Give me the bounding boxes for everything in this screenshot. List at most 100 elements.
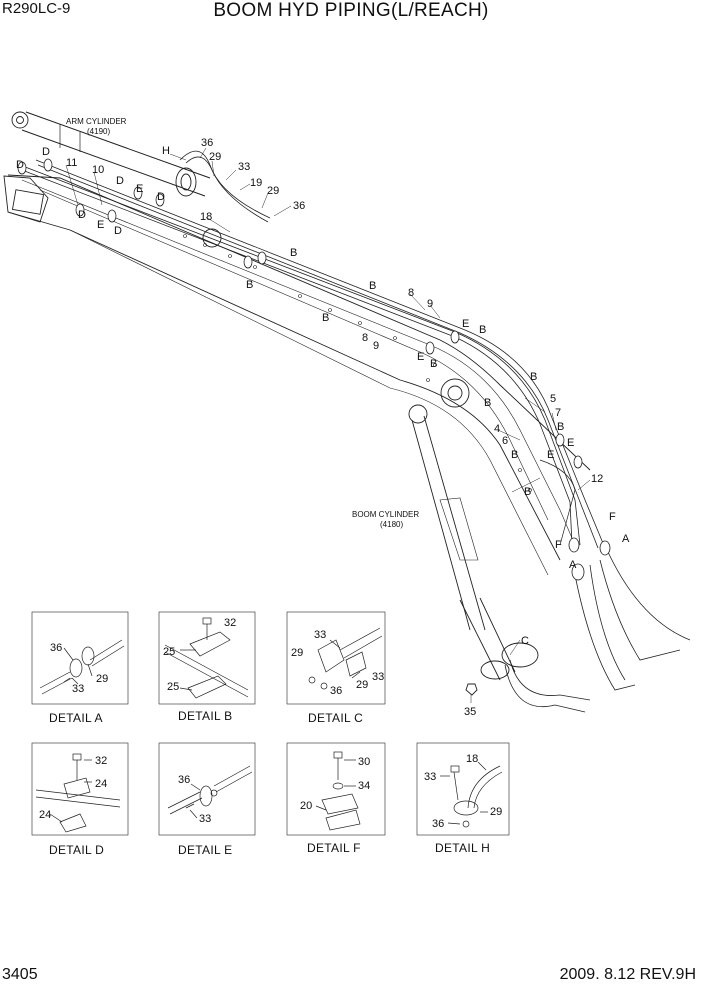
callout-label: 29 xyxy=(209,151,221,163)
callout-label: 4 xyxy=(494,423,500,435)
callout-label: D xyxy=(114,225,122,237)
detail-h: 18 33 29 36 DETAIL H xyxy=(416,742,510,855)
callout-label: A xyxy=(622,533,630,545)
callout-label: D xyxy=(16,159,24,171)
boom-body xyxy=(3,111,591,576)
callout-label: B xyxy=(511,449,518,461)
callout-label: B xyxy=(246,279,253,291)
detail-f-callout: 30 xyxy=(358,756,370,768)
callout-label: 7 xyxy=(555,407,561,419)
callout-label: 36 xyxy=(201,137,213,149)
detail-b-callout: 25 xyxy=(167,681,179,693)
detail-f-caption: DETAIL F xyxy=(307,841,361,855)
arm-cylinder-label: ARM CYLINDER xyxy=(66,117,127,126)
detail-d-caption: DETAIL D xyxy=(49,843,104,857)
callout-label: 8 xyxy=(362,332,368,344)
callout-label: B xyxy=(524,486,531,498)
detail-d: 32 24 24 DETAIL D xyxy=(31,742,129,857)
detail-a: 36 33 29 DETAIL A xyxy=(31,611,129,725)
detail-e: 36 33 DETAIL E xyxy=(158,742,256,857)
boom-cylinder-part: (4180) xyxy=(380,520,403,529)
detail-a-callout: 36 xyxy=(50,642,62,654)
detail-b-caption: DETAIL B xyxy=(178,709,232,723)
detail-c-caption: DETAIL C xyxy=(308,711,363,725)
callout-label: F xyxy=(555,539,562,551)
callout-label: B xyxy=(369,280,376,292)
page-title: BOOM HYD PIPING(L/REACH) xyxy=(213,0,489,21)
callout-label: E xyxy=(417,351,424,363)
callout-label: D xyxy=(78,209,86,221)
detail-c-callout: 33 xyxy=(314,629,326,641)
callout-label: D xyxy=(157,191,165,203)
detail-h-caption: DETAIL H xyxy=(435,841,490,855)
detail-h-callout: 36 xyxy=(432,818,444,830)
callout-label: 33 xyxy=(238,161,250,173)
cylinder-labels: ARM CYLINDER (4190) BOOM CYLINDER (4180) xyxy=(66,117,419,529)
callout-label: E xyxy=(547,449,554,461)
pipe-clamps xyxy=(17,158,611,581)
callout-label: 35 xyxy=(464,706,476,718)
detail-e-caption: DETAIL E xyxy=(178,843,232,857)
detail-c-callout: 29 xyxy=(291,647,303,659)
callout-label: B xyxy=(530,371,537,383)
detail-b: 32 25 25 DETAIL B xyxy=(158,611,256,723)
boom-cylinder-label: BOOM CYLINDER xyxy=(352,510,419,519)
callout-label: B xyxy=(430,358,437,370)
callout-label: 18 xyxy=(200,211,212,223)
callout-label: E xyxy=(97,219,104,231)
callout-label: 19 xyxy=(250,177,262,189)
callout-label: B xyxy=(557,421,564,433)
detail-b-callout: 25 xyxy=(163,646,175,658)
callout-label: 9 xyxy=(373,340,379,352)
detail-f-callout: 20 xyxy=(300,800,312,812)
callout-label: 8 xyxy=(408,287,414,299)
detail-a-caption: DETAIL A xyxy=(49,711,103,725)
detail-d-callout: 24 xyxy=(39,809,51,821)
callout-label: C xyxy=(521,635,529,647)
callout-label: E xyxy=(136,183,143,195)
detail-e-callout: 33 xyxy=(199,813,211,825)
callout-label: 11 xyxy=(66,157,77,169)
detail-d-callout: 24 xyxy=(95,778,107,790)
detail-c-callout: 29 xyxy=(356,679,368,691)
detail-e-callout: 36 xyxy=(178,774,190,786)
detail-f: 30 34 20 DETAIL F xyxy=(286,742,386,855)
boom-cylinder xyxy=(408,404,539,696)
callout-label: B xyxy=(484,397,491,409)
callout-label: B xyxy=(290,247,297,259)
detail-h-callout: 18 xyxy=(466,753,478,765)
model-number: R290LC-9 xyxy=(2,0,71,17)
detail-a-callout: 33 xyxy=(72,683,84,695)
callout-label: 10 xyxy=(92,164,104,176)
callout-label: H xyxy=(162,145,170,157)
callout-label: E xyxy=(462,318,469,330)
detail-c: 33 29 36 29 33 DETAIL C xyxy=(286,611,386,725)
detail-c-callout: 36 xyxy=(330,685,342,697)
callout-label: 9 xyxy=(427,298,433,310)
callout-label: E xyxy=(567,437,574,449)
callout-label: B xyxy=(322,312,329,324)
callout-label: A xyxy=(569,559,577,571)
callout-label: 6 xyxy=(502,435,508,447)
detail-c-callout: 33 xyxy=(372,671,384,683)
detail-h-callout: 33 xyxy=(424,771,436,783)
leader-lines xyxy=(65,147,591,703)
page-number: 3405 xyxy=(2,966,38,983)
revision-date: 2009. 8.12 REV.9H xyxy=(559,966,696,983)
detail-b-callout: 32 xyxy=(224,617,236,629)
callout-label: 29 xyxy=(267,185,279,197)
callout-label: 12 xyxy=(591,473,603,485)
arm-cylinder-part: (4190) xyxy=(87,127,110,136)
callout-label: B xyxy=(479,324,486,336)
callout-label: D xyxy=(42,146,50,158)
callout-label: D xyxy=(116,175,124,187)
callout-label: F xyxy=(609,511,616,523)
detail-h-callout: 29 xyxy=(490,806,502,818)
detail-a-callout: 29 xyxy=(96,673,108,685)
hydraulic-pipes xyxy=(19,150,691,713)
callout-label: 5 xyxy=(550,393,556,405)
main-callouts: H 36 29 33 19 29 36 D D 11 10 D E D D E … xyxy=(16,137,630,718)
detail-f-callout: 34 xyxy=(358,780,370,792)
detail-d-callout: 32 xyxy=(95,755,107,767)
